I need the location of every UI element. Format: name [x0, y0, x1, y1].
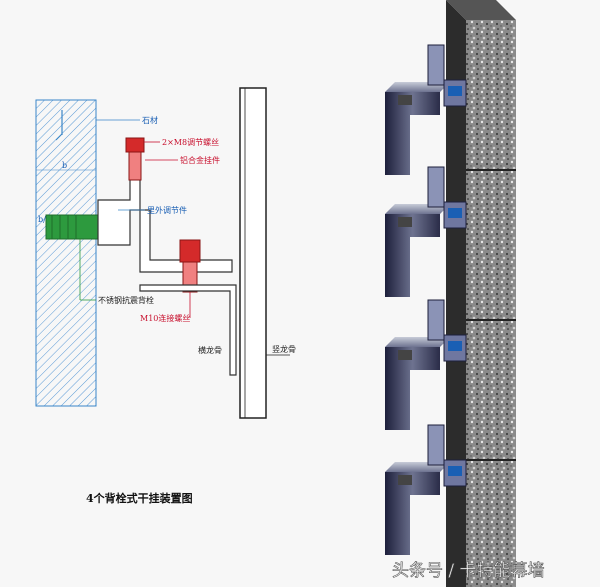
bracket-assembly [385, 299, 467, 430]
inner-outer-adjust-label: 里外调节件 [147, 205, 187, 215]
bolt-adjust-label: 2×M8调节螺丝 [162, 137, 219, 147]
stone-label: 石材 [142, 115, 158, 125]
vertical-keel-shape [239, 87, 267, 419]
caption: 4个背栓式干挂装置图 [86, 491, 193, 505]
m10-bolt-label: M10连接螺丝 [140, 313, 190, 323]
horizontal-keel-shape [139, 284, 237, 376]
granite-wall [466, 20, 516, 587]
horizontal-keel-label: 横龙骨 [198, 345, 222, 355]
granite-wall-top [446, 0, 516, 20]
stone-panel [35, 99, 97, 407]
tick-mark-2 [55, 133, 63, 141]
vertical-keel-label: 竖龙骨 [272, 344, 296, 354]
dim-b-label: b [62, 161, 67, 170]
installation-3d-view [385, 0, 516, 587]
watermark-text: 头条号 / 卡特能幕墙 [392, 561, 545, 581]
alloy-hanger-label: 铝合金挂件 [180, 155, 220, 165]
bracket-assembly [385, 424, 467, 555]
granite-wall-side [446, 0, 466, 587]
bracket-assembly [385, 44, 467, 175]
dim-b2-label: b/2 [38, 215, 51, 224]
section-drawing: 石材 b b/2 [35, 87, 296, 505]
m10-bolt [179, 239, 201, 293]
stainless-anchor-label: 不锈钢抗震背栓 [98, 295, 154, 305]
bracket-assembly [385, 166, 467, 297]
adjust-bolt-top [125, 137, 145, 181]
